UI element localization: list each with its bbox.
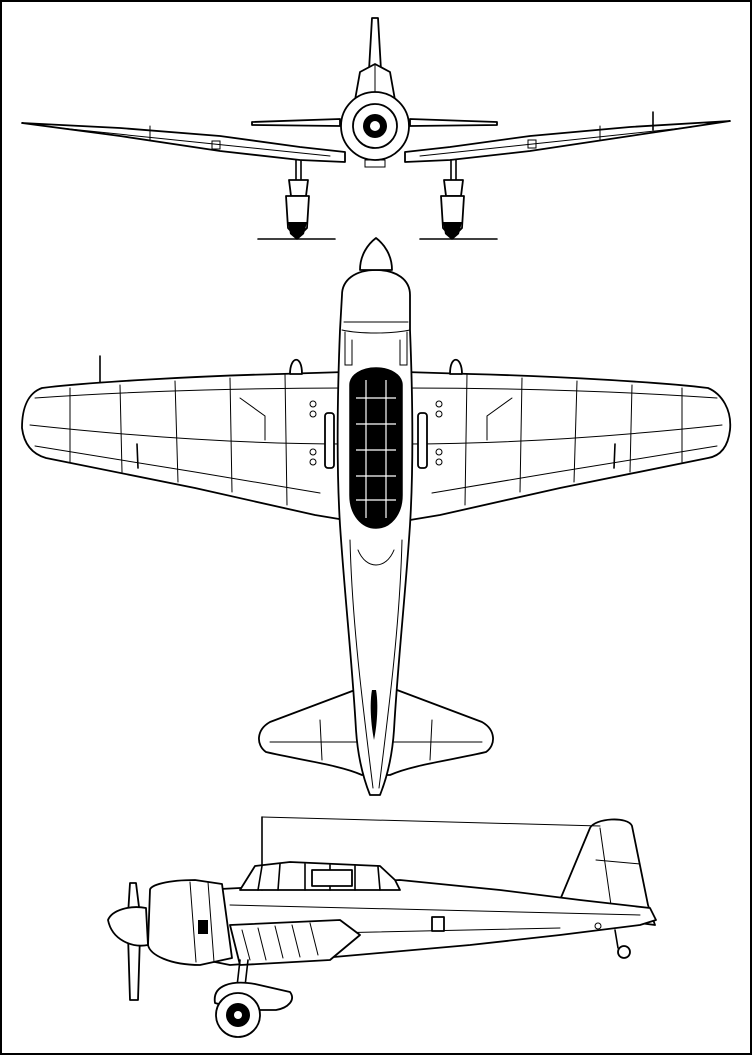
front-propeller-blade-horizontal xyxy=(251,118,341,127)
side-engine-cowling xyxy=(147,879,233,966)
front-right-landing-gear xyxy=(440,159,465,240)
front-view xyxy=(21,17,731,240)
side-spinner xyxy=(107,906,149,947)
side-view xyxy=(107,816,657,1038)
side-tail-wheel xyxy=(614,929,631,959)
side-main-landing-gear xyxy=(214,959,293,1038)
top-canopy xyxy=(349,367,403,529)
top-view xyxy=(21,237,732,796)
top-spinner xyxy=(359,237,393,271)
front-left-landing-gear xyxy=(285,159,310,240)
front-propeller-blade xyxy=(368,17,382,71)
